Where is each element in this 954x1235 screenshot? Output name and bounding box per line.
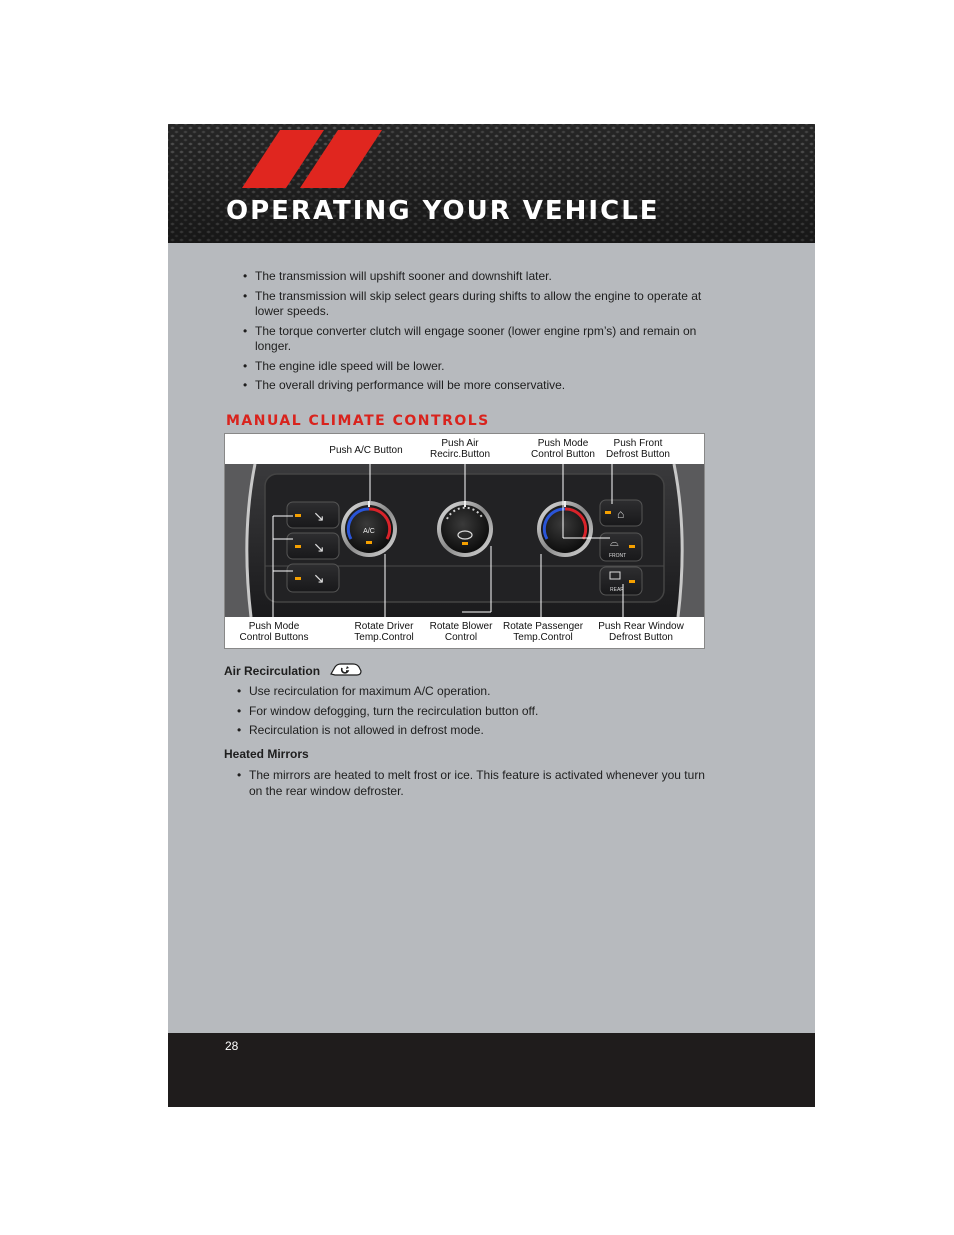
label-front-defrost-line1: Push Front (614, 438, 663, 449)
rear-label: REAR (610, 587, 624, 593)
svg-text:↘: ↘ (313, 539, 325, 555)
section-title: MANUAL CLIMATE CONTROLS (226, 413, 490, 429)
svg-text:⌓: ⌓ (610, 537, 619, 549)
heated-mirrors-bullet-list: The mirrors are heated to melt frost or … (237, 768, 709, 799)
climate-panel-illustration: ↘ ↘ ↘ A/C (225, 438, 704, 643)
label-driver-line2: Temp.Control (354, 632, 413, 643)
mode-buttons-left: ↘ ↘ ↘ (286, 501, 340, 593)
list-item: For window defogging, turn the recircula… (237, 704, 719, 720)
svg-text:↘: ↘ (313, 508, 325, 524)
ac-knob-label: A/C (363, 528, 375, 535)
list-item: Use recirculation for maximum A/C operat… (237, 684, 719, 700)
climate-controls-figure: ↘ ↘ ↘ A/C (224, 433, 705, 649)
label-mode-buttons-line1: Push Mode (249, 621, 300, 632)
page-title: OPERATING YOUR VEHICLE (226, 196, 660, 226)
manual-page: OPERATING YOUR VEHICLE The transmission … (168, 124, 815, 1107)
label-front-defrost-line2: Defrost Button (606, 449, 670, 460)
list-item: The overall driving performance will be … (243, 378, 717, 394)
svg-text:⌂: ⌂ (617, 507, 624, 521)
label-mode-line2: Control Button (531, 449, 595, 460)
defrost-buttons-right: ⌂ ⌓ FRONT REAR (599, 499, 643, 596)
recirculation-bullet-list: Use recirculation for maximum A/C operat… (237, 684, 719, 739)
list-item: The transmission will skip select gears … (243, 289, 717, 320)
blower-knob (437, 501, 493, 557)
label-mode-line1: Push Mode (538, 438, 589, 449)
list-item: The transmission will upshift sooner and… (243, 269, 717, 285)
label-blower-line2: Control (445, 632, 477, 643)
label-blower-line1: Rotate Blower (430, 621, 493, 632)
label-driver-line1: Rotate Driver (355, 621, 415, 632)
label-rear-defrost-line1: Push Rear Window (598, 621, 684, 632)
heading-text: Air Recirculation (224, 664, 321, 678)
list-item: Recirculation is not allowed in defrost … (237, 723, 719, 739)
front-label: FRONT (609, 553, 626, 559)
air-recirculation-icon (330, 663, 362, 676)
label-ac-button: Push A/C Button (329, 445, 402, 456)
label-rear-defrost-line2: Defrost Button (609, 632, 673, 643)
label-passenger-line1: Rotate Passenger (503, 621, 584, 632)
driver-temp-knob: A/C (341, 501, 397, 557)
label-recirc-line1: Push Air (441, 438, 479, 449)
label-mode-buttons-line2: Control Buttons (240, 632, 309, 643)
passenger-temp-knob (537, 501, 593, 557)
list-item: The torque converter clutch will engage … (243, 324, 717, 355)
section-header: OPERATING YOUR VEHICLE (168, 124, 815, 243)
list-item: The engine idle speed will be lower. (243, 359, 717, 375)
air-recirculation-heading: Air Recirculation (224, 662, 363, 678)
label-passenger-line2: Temp.Control (513, 632, 572, 643)
svg-text:↘: ↘ (313, 570, 325, 586)
racing-stripes-logo (242, 130, 382, 188)
page-footer: 28 (168, 1033, 815, 1107)
intro-bullet-list: The transmission will upshift sooner and… (243, 269, 717, 394)
list-item: The mirrors are heated to melt frost or … (237, 768, 709, 799)
heated-mirrors-heading: Heated Mirrors (224, 747, 309, 761)
leader-lines (272, 458, 624, 619)
label-recirc-line2: Recirc.Button (430, 449, 490, 460)
page-number: 28 (225, 1039, 239, 1053)
